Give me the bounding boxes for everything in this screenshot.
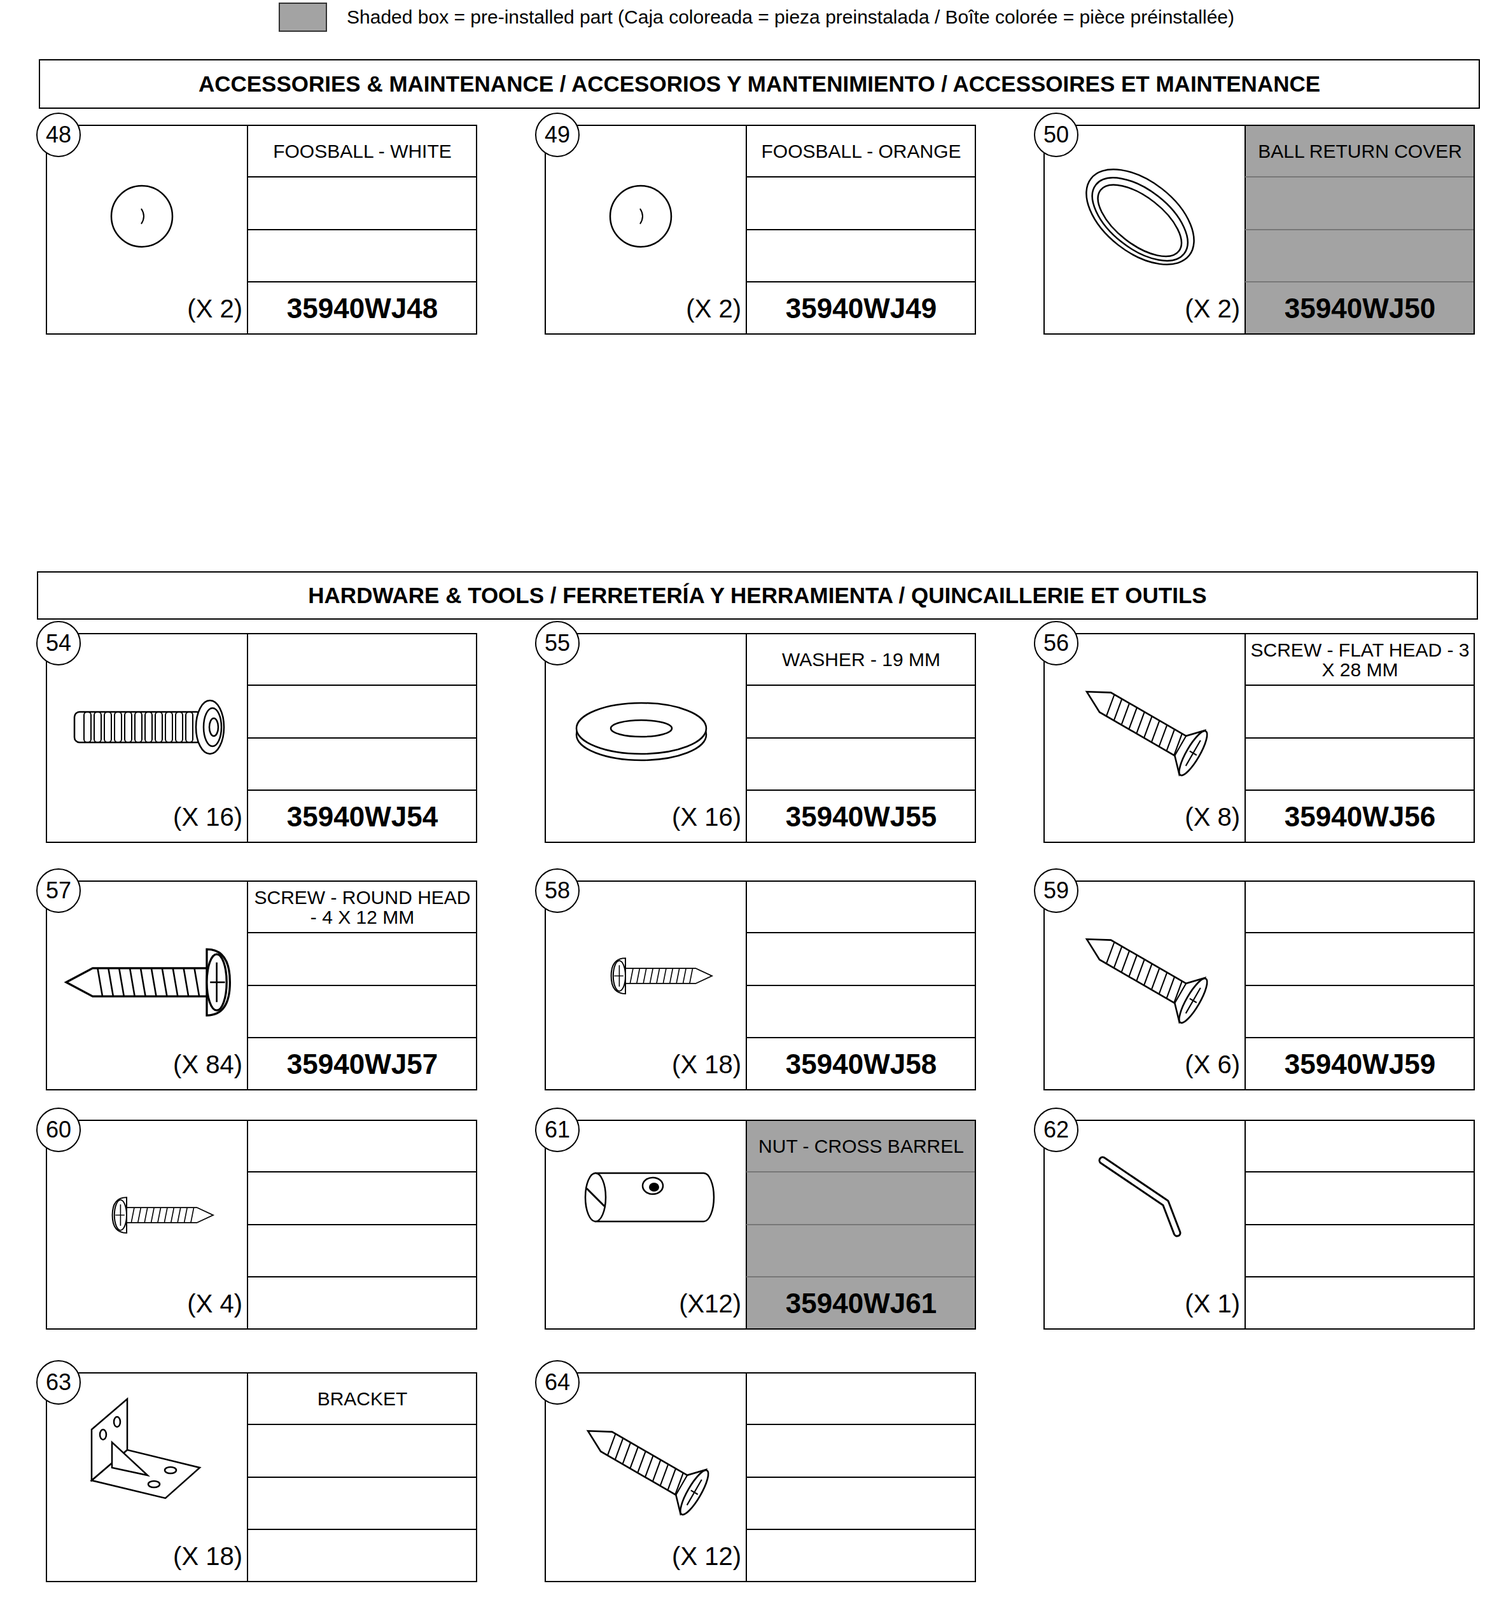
part-number: 35940WJ59: [1246, 1039, 1474, 1090]
part-illustration: [576, 633, 977, 844]
callout-circle: 60: [36, 1107, 81, 1153]
part-illustration: [575, 1372, 977, 1583]
callout-number: 56: [1035, 622, 1078, 665]
callout-number: 57: [37, 869, 80, 912]
callout-circle: 56: [1033, 620, 1079, 666]
part-cell: 55WASHER - 19 MM(X 16)35940WJ55: [544, 633, 977, 844]
part-number: 35940WJ50: [1246, 283, 1474, 334]
legend-text: Shaded box = pre-installed part (Caja co…: [346, 6, 1235, 28]
part-illustration: [611, 880, 977, 1091]
part-name: FOOSBALL - WHITE: [248, 125, 476, 177]
part-number: 35940WJ48: [248, 283, 476, 334]
part-number: 35940WJ58: [747, 1039, 975, 1090]
callout-circle: 63: [36, 1360, 81, 1405]
callout-number: 50: [1035, 113, 1078, 156]
quantity: (X12): [545, 1278, 742, 1329]
part-number: 35940WJ56: [1246, 792, 1474, 842]
part-cell: 50BALL RETURN COVER(X 2)35940WJ50: [1043, 124, 1475, 335]
callout-circle: 49: [535, 112, 580, 158]
part-cell: 54(X 16)35940WJ54: [45, 633, 478, 844]
quantity: (X 2): [1044, 283, 1241, 334]
part-name: NUT - CROSS BARREL: [747, 1121, 975, 1172]
part-illustration: [91, 1372, 478, 1583]
callout-number: 60: [37, 1108, 80, 1151]
part-illustration: [111, 124, 478, 335]
quantity: (X 1): [1044, 1278, 1241, 1329]
part-number: 35940WJ49: [747, 283, 975, 334]
part-name: BRACKET: [248, 1373, 476, 1425]
legend-swatch: [278, 2, 328, 32]
quantity: (X 18): [47, 1531, 243, 1582]
callout-circle: 58: [535, 868, 580, 914]
callout-number: 62: [1035, 1108, 1078, 1151]
part-cell: 59(X 6)35940WJ59: [1043, 880, 1475, 1091]
part-name: SCREW - FLAT HEAD - 3 X 28 MM: [1246, 634, 1474, 686]
part-cell: 61NUT - CROSS BARREL(X12)35940WJ61: [544, 1119, 977, 1330]
part-illustration: [66, 880, 478, 1091]
callout-number: 64: [536, 1361, 579, 1404]
callout-number: 55: [536, 622, 579, 665]
part-illustration: [610, 124, 977, 335]
part-name: BALL RETURN COVER: [1246, 125, 1474, 177]
part-illustration: [585, 1119, 977, 1330]
quantity: (X 4): [47, 1278, 243, 1329]
part-cell: 62(X 1): [1043, 1119, 1475, 1330]
part-illustration: [1073, 633, 1475, 844]
part-number: 35940WJ54: [248, 792, 476, 842]
part-cell: 58(X 18)35940WJ58: [544, 880, 977, 1091]
callout-circle: 54: [36, 620, 81, 666]
section-band: HARDWARE & TOOLS / FERRETERÍA Y HERRAMIE…: [36, 571, 1479, 620]
quantity: (X 2): [47, 283, 243, 334]
part-illustration: [74, 633, 478, 844]
callout-circle: 48: [36, 112, 81, 158]
part-illustration: [1102, 1119, 1475, 1330]
quantity: (X 18): [545, 1039, 742, 1090]
quantity: (X 8): [1044, 792, 1241, 842]
part-cell: 57SCREW - ROUND HEAD - 4 X 12 MM(X 84)35…: [45, 880, 478, 1091]
callout-circle: 55: [535, 620, 580, 666]
part-cell: 64(X 12): [544, 1372, 977, 1583]
section-title: HARDWARE & TOOLS / FERRETERÍA Y HERRAMIE…: [38, 572, 1477, 619]
part-cell: 49FOOSBALL - ORANGE(X 2)35940WJ49: [544, 124, 977, 335]
quantity: (X 16): [47, 792, 243, 842]
quantity: (X 2): [545, 283, 742, 334]
section-band: ACCESSORIES & MAINTENANCE / ACCESORIOS Y…: [38, 59, 1480, 109]
part-name: SCREW - ROUND HEAD - 4 X 12 MM: [248, 881, 476, 933]
callout-circle: 50: [1033, 112, 1079, 158]
callout-number: 58: [536, 869, 579, 912]
part-cell: 56SCREW - FLAT HEAD - 3 X 28 MM(X 8)3594…: [1043, 633, 1475, 844]
part-cell: 60(X 4): [45, 1119, 478, 1330]
quantity: (X 84): [47, 1039, 243, 1090]
part-number: 35940WJ57: [248, 1039, 476, 1090]
part-number: 35940WJ61: [747, 1278, 975, 1329]
quantity: (X 6): [1044, 1039, 1241, 1090]
callout-circle: 64: [535, 1360, 580, 1405]
callout-number: 48: [37, 113, 80, 156]
part-name: WASHER - 19 MM: [747, 634, 975, 686]
quantity: (X 12): [545, 1531, 742, 1582]
callout-number: 61: [536, 1108, 579, 1151]
callout-number: 63: [37, 1361, 80, 1404]
part-cell: 48FOOSBALL - WHITE(X 2)35940WJ48: [45, 124, 478, 335]
section-title: ACCESSORIES & MAINTENANCE / ACCESORIOS Y…: [40, 60, 1479, 108]
callout-number: 49: [536, 113, 579, 156]
callout-number: 59: [1035, 869, 1078, 912]
callout-circle: 57: [36, 868, 81, 914]
callout-circle: 59: [1033, 868, 1079, 914]
part-name: FOOSBALL - ORANGE: [747, 125, 975, 177]
quantity: (X 16): [545, 792, 742, 842]
part-cell: 63BRACKET(X 18): [45, 1372, 478, 1583]
part-number: 35940WJ55: [747, 792, 975, 842]
callout-number: 54: [37, 622, 80, 665]
part-illustration: [112, 1119, 478, 1330]
callout-circle: 62: [1033, 1107, 1079, 1153]
callout-circle: 61: [535, 1107, 580, 1153]
part-illustration: [1068, 124, 1475, 335]
part-illustration: [1073, 880, 1475, 1091]
